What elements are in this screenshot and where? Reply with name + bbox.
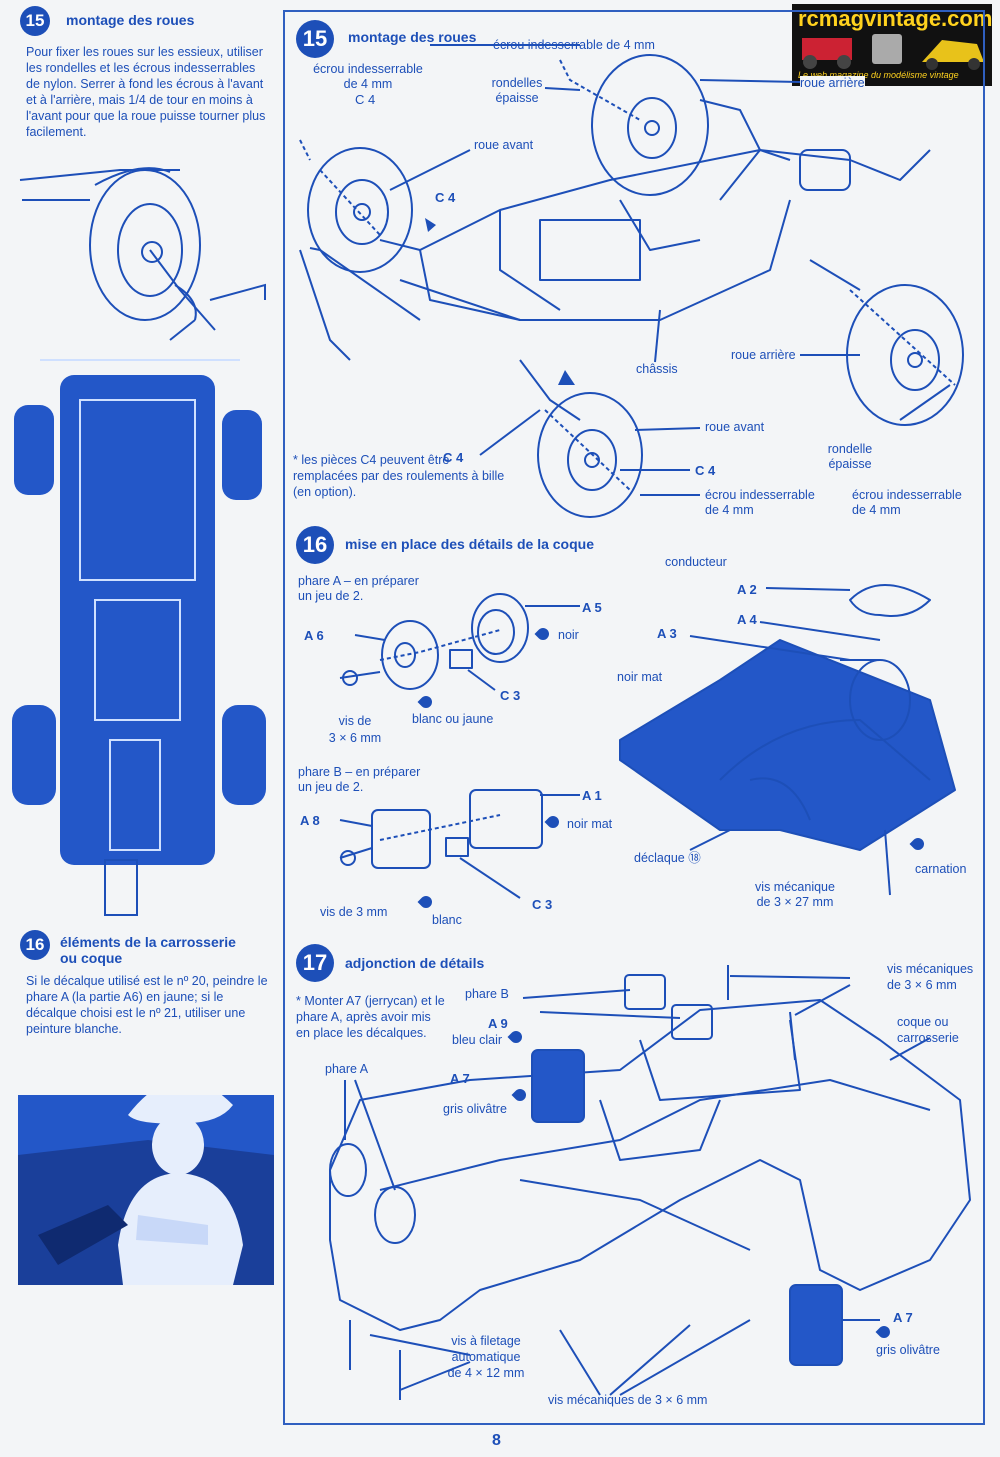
step-15-note: * les pièces C4 peuvent être remplacées … [293,453,505,499]
label-coque-line1: coque ou [897,1015,949,1029]
label-vis327-line2: de 3 × 27 mm [756,895,834,909]
label-a1: A 1 [582,788,602,803]
left-wheel-and-chassis-illustrations [12,167,266,916]
label-noir-mat-2: noir mat [617,670,663,684]
label-c3-b: C 3 [532,897,553,912]
label-a7-b: A 7 [893,1310,913,1325]
label-a9: A 9 [488,1016,508,1031]
left-step-15-title: montage des roues [66,12,195,28]
logo-subtitle: Le web magazine du modélisme vintage [798,70,959,80]
label-roue-avant: roue avant [705,420,765,434]
label-vis-mecaniques-line2: de 3 × 6 mm [887,978,957,992]
label-rondelles-line2: épaisse [495,91,539,105]
label-phare-b: phare B [465,987,509,1001]
left-step-16-text: Si le décalque utilisé est le nº 20, pei… [26,974,268,1036]
label-rondelle-line2: épaisse [828,457,872,471]
left-step-16-title-line1: éléments de la carrosserie [60,934,236,950]
label-c4-b: C 4 [435,190,456,205]
left-step-16-number: 16 [20,930,50,960]
label-rondelles-line1: rondelles [491,76,543,90]
label-vis-filetage-line1: vis à filetage [451,1334,521,1348]
left-step-15-text: Pour fixer les roues sur les essieux, ut… [26,45,266,139]
step-17-note: * Monter A7 (jerrycan) et le phare A, ap… [296,994,445,1040]
label-gris-olivatre-b: gris olivâtre [876,1343,940,1357]
label-a7-a: A 7 [450,1071,470,1086]
label-a4: A 4 [737,612,757,627]
label-vis-3mm: vis de 3 mm [320,905,388,919]
label-a6: A 6 [304,628,324,643]
label-blanc-ou-jaune: blanc ou jaune [412,712,494,726]
label-a3: A 3 [657,626,677,641]
label-bleu-clair: bleu clair [452,1033,503,1047]
step-15-title: montage des roues [348,29,477,45]
step-16-number: 16 [296,526,334,564]
step-15-number: 15 [296,20,334,58]
label-roue-arriere-top: roue arrière [800,76,865,91]
label-coque-line2: carrosserie [897,1031,959,1045]
instructions-panel [283,10,985,1425]
label-phare-a-line1: phare A – en préparer [298,574,419,588]
label-roue-avant-top: roue avant [474,138,534,152]
label-ecrou-left-line2: de 4 mm [343,77,393,91]
label-a8: A 8 [300,813,320,828]
label-gris-olivatre-a: gris olivâtre [443,1102,507,1116]
label-ecrou-bottom-1-line1: écrou indesserrable [705,488,815,502]
page-number: 8 [492,1432,501,1449]
label-ecrou-bottom-2-line2: de 4 mm [852,503,901,517]
label-roue-arriere: roue arrière [731,348,796,362]
label-vis36-line1: vis de [338,714,372,728]
label-chassis: châssis [636,362,678,376]
label-ecrou-bottom-1-line2: de 4 mm [705,503,754,517]
step-17-number: 17 [296,944,334,982]
label-noir-mat: noir mat [567,817,613,831]
label-vis36-line2: 3 × 6 mm [328,731,382,745]
label-noir: noir [558,628,579,642]
step-17-title: adjonction de détails [345,955,485,971]
label-vis-filetage-line2: automatique [451,1350,521,1364]
label-vis327-line1: vis mécanique [755,880,835,894]
label-phare-b-line1: phare B – en préparer [298,765,421,779]
logo-cars-illustration [802,34,984,70]
label-conducteur: conducteur [665,555,727,569]
label-vis-filetage-line3: de 4 × 12 mm [447,1366,525,1380]
step-16-title: mise en place des détails de la coque [345,536,594,552]
label-c4-a: C 4 [355,92,376,107]
label-a2: A 2 [737,582,757,597]
label-c4-d: C 4 [695,463,716,478]
driver-figure-photo [18,1095,274,1285]
left-step-16-title-line2: ou coque [60,950,123,966]
label-phare-a: phare A [325,1062,369,1076]
left-step-15-number: 15 [20,6,50,36]
label-blanc: blanc [432,913,462,927]
label-c3-a: C 3 [500,688,521,703]
label-a5: A 5 [582,600,602,615]
label-ecrou-left-line1: écrou indesserrable [313,62,423,76]
label-c4-c: C 4 [443,450,464,465]
label-carnation: carnation [915,862,967,876]
label-phare-a-line2: un jeu de 2. [298,589,364,603]
label-ecrou-bottom-2-line1: écrou indesserrable [852,488,962,502]
label-vis-mecaniques-line1: vis mécaniques [887,962,974,976]
label-rondelle-line1: rondelle [827,442,873,456]
label-vis-mecaniques-bottom: vis mécaniques de 3 × 6 mm [548,1393,708,1407]
label-phare-b-line2: un jeu de 2. [298,780,364,794]
label-declaque: déclaque ⑱ [634,851,701,865]
